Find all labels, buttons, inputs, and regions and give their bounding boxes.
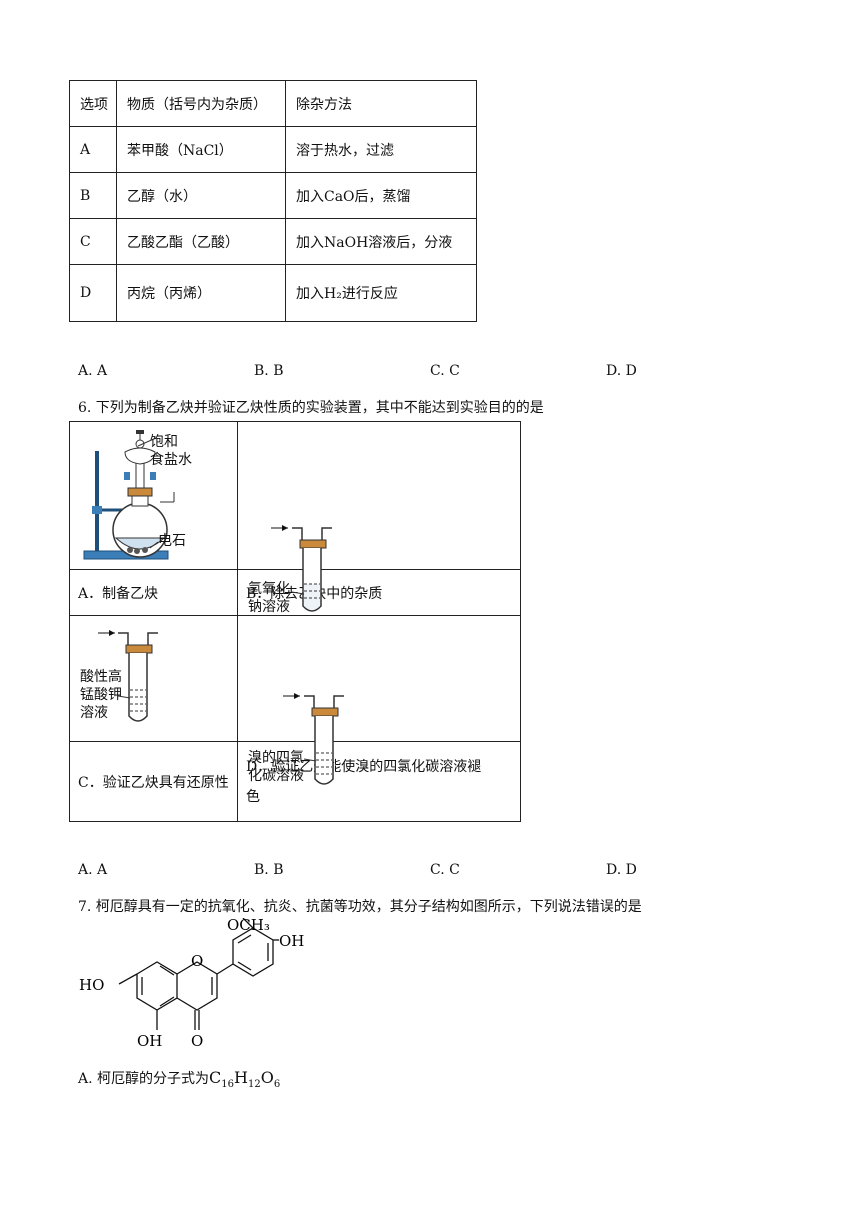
figure-b-cell: 氢氧化 钠溶液	[237, 421, 521, 615]
q6-options: A. A B. B C. C D. D	[78, 862, 778, 882]
q7-option-a[interactable]: A. 柯厄醇的分子式为C16H12O6	[78, 1068, 280, 1090]
figure-c-cell: 酸性高 锰酸钾 溶液	[69, 615, 238, 742]
test-tube-naoh-icon	[271, 524, 332, 612]
table-cell: B	[69, 172, 117, 219]
label-br2-1: 溴的四氯	[248, 749, 304, 766]
formula: C16H12O6	[209, 1068, 281, 1091]
label-kmno4-2: 锰酸钾	[80, 687, 122, 703]
option-d[interactable]: D. D	[606, 363, 637, 379]
header-cell: 选项	[69, 80, 117, 127]
label-carbonyl-oxygen: O	[191, 1032, 203, 1050]
figure-c: 酸性高 锰酸钾 溶液	[70, 616, 237, 741]
caption-d-line2: 色	[246, 788, 260, 805]
q5-options: A. A B. B C. C D. D	[78, 363, 778, 383]
table-cell: 加入NaOH溶液后，分液	[285, 218, 477, 265]
table-cell: 乙醇（水）	[116, 172, 286, 219]
label-br2-2: 化碳溶液	[248, 767, 304, 784]
question-7-stem: 7. 柯厄醇具有一定的抗氧化、抗炎、抗菌等功效，其分子结构如图所示，下列说法错误…	[78, 899, 642, 915]
label-kmno4-1: 酸性高	[80, 669, 122, 685]
table-row: C 乙酸乙酯（乙酸） 加入NaOH溶液后，分液	[69, 218, 477, 265]
caption-a: A．制备乙炔	[69, 569, 238, 616]
header-cell: 物质（括号内为杂质）	[116, 80, 286, 127]
table-cell: 苯甲酸（NaCl）	[116, 126, 286, 173]
caption-d: D．验证乙炔能使溴的四氯化碳溶液褪 色	[237, 741, 521, 822]
option-a-text: A. 柯厄醇的分子式为	[78, 1071, 210, 1087]
label-naoh-2: 钠溶液	[248, 598, 290, 615]
option-c[interactable]: C. C	[430, 363, 460, 379]
table-row: B 乙醇（水） 加入CaO后，蒸馏	[69, 172, 477, 219]
option-b[interactable]: B. B	[254, 862, 284, 878]
table-cell: 加入CaO后，蒸馏	[285, 172, 477, 219]
table-cell: 丙烷（丙烯）	[116, 264, 286, 322]
caption-d-line1: D．验证乙炔能使溴的四氯化碳溶液褪	[246, 758, 482, 775]
label-ho-left: HO	[79, 976, 104, 994]
table-cell: 溶于热水，过滤	[285, 126, 477, 173]
caption-b: B．除去乙炔中的杂质	[237, 569, 521, 616]
molecule-structure-icon: OCH₃ OH HO O OH O	[79, 918, 304, 1050]
table-row: A 苯甲酸（NaCl） 溶于热水，过滤	[69, 126, 477, 173]
option-c[interactable]: C. C	[430, 862, 460, 878]
apparatus-table: 饱和 食盐水 电石	[69, 421, 521, 822]
label-kmno4-3: 溶液	[80, 705, 108, 721]
figure-a: 饱和 食盐水 电石	[70, 422, 237, 569]
option-b[interactable]: B. B	[254, 363, 284, 379]
impurity-table: 选项 物质（括号内为杂质） 除杂方法 A 苯甲酸（NaCl） 溶于热水，过滤 B…	[69, 80, 477, 322]
table-cell: D	[69, 264, 117, 322]
label-calcium-carbide: 电石	[158, 533, 186, 549]
table-cell: C	[69, 218, 117, 265]
question-6-stem: 6. 下列为制备乙炔并验证乙炔性质的实验装置，其中不能达到实验目的的是	[78, 400, 544, 416]
label-saturated: 饱和	[150, 434, 178, 450]
test-tube-kmno4-icon	[98, 630, 158, 722]
figure-a-cell: 饱和 食盐水 电石	[69, 421, 238, 570]
table-cell: 乙酸乙酯（乙酸）	[116, 218, 286, 265]
option-a[interactable]: A. A	[78, 862, 108, 878]
test-tube-bromine-icon	[283, 692, 344, 785]
table-cell: A	[69, 126, 117, 173]
option-d[interactable]: D. D	[606, 862, 637, 878]
caption-c: C．验证乙炔具有还原性	[69, 741, 238, 822]
label-naoh-1: 氢氧化	[248, 580, 290, 597]
header-cell: 除杂方法	[285, 80, 477, 127]
label-oh-right: OH	[279, 932, 304, 950]
label-oh-bottom: OH	[137, 1032, 162, 1050]
label-brine: 食盐水	[150, 452, 192, 468]
label-och3: OCH₃	[227, 918, 270, 934]
label-ring-oxygen: O	[191, 952, 203, 970]
table-cell: 加入H₂进行反应	[285, 264, 477, 322]
option-a[interactable]: A. A	[78, 363, 108, 379]
table-header-row: 选项 物质（括号内为杂质） 除杂方法	[69, 80, 477, 127]
table-row: D 丙烷（丙烯） 加入H₂进行反应	[69, 264, 477, 322]
acetylene-generator-icon	[83, 430, 175, 560]
